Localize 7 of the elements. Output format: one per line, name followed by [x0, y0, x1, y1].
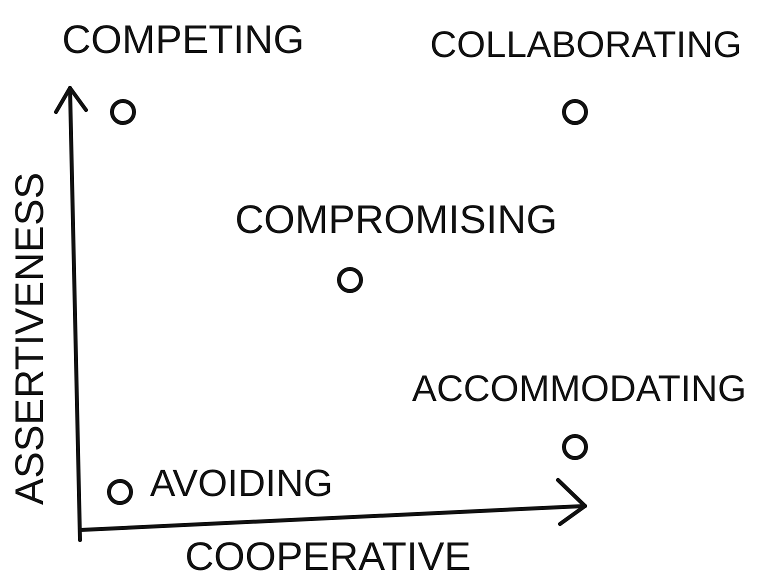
quadrant-label: COLLABORATING [430, 26, 742, 63]
quadrant-label: COMPROMISING [235, 200, 558, 240]
quadrant-label: ACCOMMODATING [412, 370, 746, 407]
axis-label: COOPERATIVE [185, 537, 471, 577]
quadrant-label: AVOIDING [150, 465, 333, 503]
axis-label: ASSERTIVENESS [10, 172, 50, 505]
quadrant-label: COMPETING [62, 20, 304, 60]
